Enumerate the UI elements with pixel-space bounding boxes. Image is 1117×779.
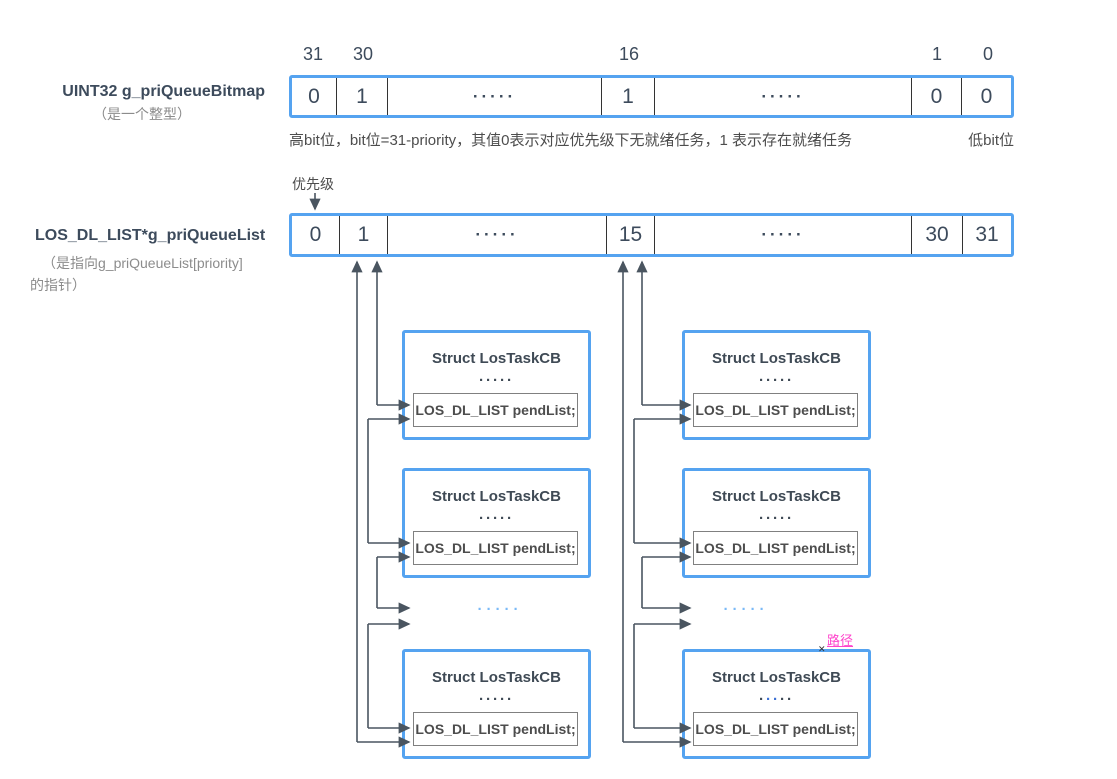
queue-cell: 30 bbox=[912, 216, 963, 254]
taskcb-title: Struct LosTaskCB bbox=[432, 488, 561, 505]
bitmap-cell: 0 bbox=[912, 78, 962, 115]
queue-cell: 1 bbox=[340, 216, 388, 254]
taskcb-box: Struct LosTaskCB ····· LOS_DL_LIST pendL… bbox=[682, 649, 871, 759]
taskcb-dots-selected: ····· bbox=[685, 691, 868, 708]
queue-cell: 15 bbox=[607, 216, 655, 254]
taskcb-box: Struct LosTaskCB ····· LOS_DL_LIST pendL… bbox=[682, 330, 871, 440]
bit-index-16: 16 bbox=[618, 44, 640, 64]
taskcb-dots: ····· bbox=[479, 510, 514, 527]
dots-selected: ·· bbox=[766, 691, 780, 708]
bitmap-cell-ellipsis: ····· bbox=[388, 78, 602, 115]
bitmap-register-row: 0 1 ····· 1 ····· 0 0 bbox=[289, 75, 1014, 118]
queuelist-subtitle-1: （是指向g_priQueueList[priority] bbox=[42, 255, 243, 271]
queue-cell: 0 bbox=[292, 216, 340, 254]
bitmap-cell: 1 bbox=[602, 78, 655, 115]
bit-index-0: 0 bbox=[982, 44, 994, 64]
queue-cell: 31 bbox=[975, 223, 999, 246]
pendlist-field: LOS_DL_LIST pendList; bbox=[693, 712, 858, 746]
bitmap-title: UINT32 g_priQueueBitmap bbox=[62, 83, 265, 100]
bit-index-1: 1 bbox=[931, 44, 943, 64]
taskcb-title: Struct LosTaskCB bbox=[432, 669, 561, 686]
queue-cell-ellipsis: ····· bbox=[655, 216, 912, 254]
taskcb-box: Struct LosTaskCB ····· LOS_DL_LIST pendL… bbox=[682, 468, 871, 578]
taskcb-title: Struct LosTaskCB bbox=[712, 488, 841, 505]
queue-cell-ellipsis: ····· bbox=[388, 216, 607, 254]
bitmap-cell: 0 bbox=[980, 84, 993, 108]
pendlist-field: LOS_DL_LIST pendList; bbox=[693, 393, 858, 427]
queuelist-subtitle-2: 的指针） bbox=[30, 277, 86, 293]
bitmap-caption-right: 低bit位 bbox=[968, 132, 1014, 149]
pendlist-field: LOS_DL_LIST pendList; bbox=[413, 712, 578, 746]
taskcb-title: Struct LosTaskCB bbox=[712, 669, 841, 686]
dots-pre: · bbox=[759, 691, 766, 708]
bit-index-31: 31 bbox=[302, 44, 324, 64]
pendlist-field: LOS_DL_LIST pendList; bbox=[413, 531, 578, 565]
taskcb-box: Struct LosTaskCB ····· LOS_DL_LIST pendL… bbox=[402, 649, 591, 759]
path-annotation-label: 路径 bbox=[827, 633, 854, 648]
bitmap-cell: 1 bbox=[337, 78, 388, 115]
priority-label: 优先级 bbox=[292, 176, 334, 192]
taskcb-title: Struct LosTaskCB bbox=[432, 350, 561, 367]
bitmap-caption-left: 高bit位，bit位=31-priority，其值0表示对应优先级下无就绪任务，… bbox=[289, 132, 852, 149]
pendlist-field: LOS_DL_LIST pendList; bbox=[413, 393, 578, 427]
taskcb-dots: ····· bbox=[479, 691, 514, 708]
bitmap-subtitle: （是一个整型） bbox=[93, 106, 191, 122]
queuelist-title: LOS_DL_LIST*g_priQueueList bbox=[35, 227, 266, 244]
taskcb-dots: ····· bbox=[759, 510, 794, 527]
queuelist-array-row: 0 1 ····· 15 ····· 30 31 bbox=[289, 213, 1014, 257]
dots-post: ·· bbox=[780, 691, 794, 708]
bit-index-30: 30 bbox=[352, 44, 374, 64]
taskcb-title: Struct LosTaskCB bbox=[712, 350, 841, 367]
taskcb-dots: ····· bbox=[759, 372, 794, 389]
bitmap-cell-ellipsis: ····· bbox=[655, 78, 912, 115]
cursor-mark-icon: ✕ bbox=[818, 644, 826, 654]
bitmap-cell: 0 bbox=[292, 78, 337, 115]
taskcb-box: Struct LosTaskCB ····· LOS_DL_LIST pendL… bbox=[402, 468, 591, 578]
more-tasks-ellipsis: ····· bbox=[477, 601, 523, 618]
taskcb-box: Struct LosTaskCB ····· LOS_DL_LIST pendL… bbox=[402, 330, 591, 440]
more-tasks-ellipsis: ····· bbox=[723, 601, 769, 618]
taskcb-dots: ····· bbox=[479, 372, 514, 389]
pendlist-field: LOS_DL_LIST pendList; bbox=[693, 531, 858, 565]
